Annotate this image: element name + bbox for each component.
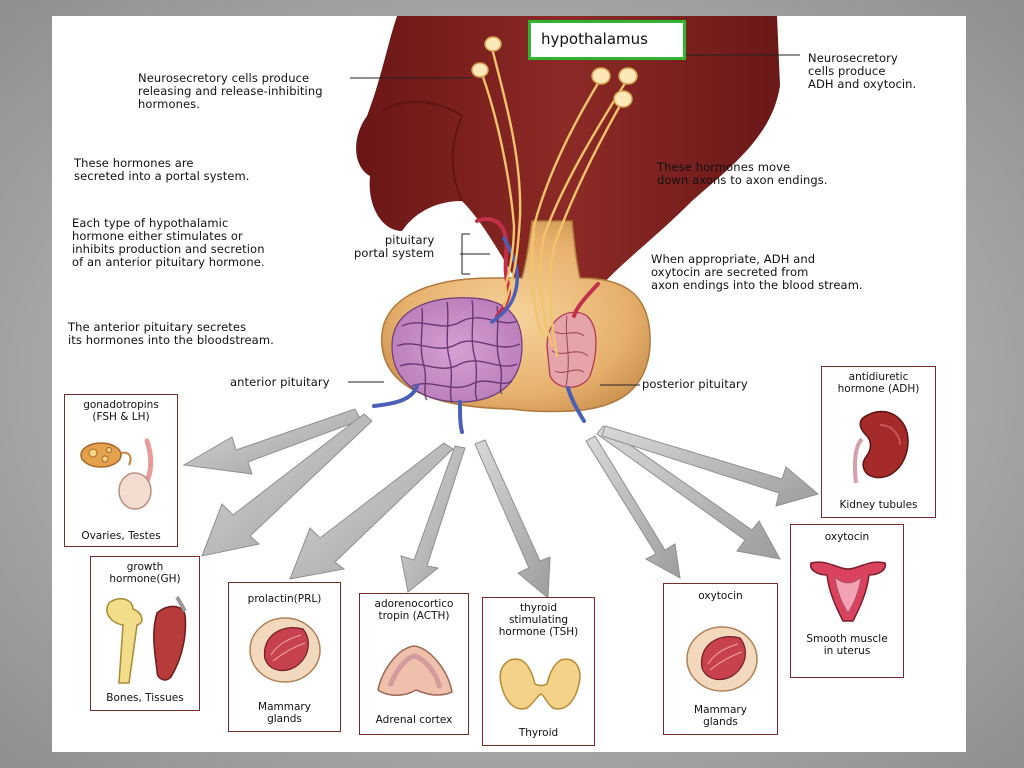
uterus-icon xyxy=(810,561,886,622)
ovary-testis-icon xyxy=(80,438,154,510)
target-organ-label: Ovaries, Testes xyxy=(81,530,161,542)
target-organ-label: Smooth muscle in uterus xyxy=(806,633,888,657)
bone-muscle-icon xyxy=(106,596,187,684)
annotation-axon-move: These hormones move down axons to axon e… xyxy=(657,160,828,187)
mammary-gland-icon xyxy=(686,626,758,692)
target-box-growth-hormone: growth hormone(GH) Bones, Tissues xyxy=(90,556,200,711)
capillary-network xyxy=(396,299,521,403)
annotation-each-type: Each type of hypothalamic hormone either… xyxy=(72,216,265,269)
neurosecretory-axons xyxy=(480,46,629,358)
hormone-label: thyroid stimulating hormone (TSH) xyxy=(498,602,579,638)
target-box-oxytocin-uterus: oxytocin Smooth muscle in uterus xyxy=(790,524,904,678)
pituitary-diagram xyxy=(182,16,820,600)
target-box-adh: antidiuretic hormone (ADH) Kidney tubule… xyxy=(821,366,936,518)
brain-fold xyxy=(381,100,464,202)
target-box-oxytocin-mammary: oxytocin Mammary glands xyxy=(663,583,778,735)
anterior-vein-2 xyxy=(458,400,464,434)
hormone-label: oxytocin xyxy=(698,590,743,602)
posterior-vein xyxy=(566,386,586,423)
hormone-label: growth hormone(GH) xyxy=(109,561,181,585)
hormone-label: prolactin(PRL) xyxy=(247,593,322,605)
target-organ-label: Mammary glands xyxy=(258,701,311,725)
target-organ-label: Kidney tubules xyxy=(839,499,918,511)
neuron-cell-bodies xyxy=(471,36,638,108)
annotation-anterior-secretes: The anterior pituitary secretes its horm… xyxy=(68,320,274,347)
annotation-portal-secretion: These hormones are secreted into a porta… xyxy=(74,156,250,183)
annotation-neurosecretory-adh: Neurosecretory cells produce ADH and oxy… xyxy=(808,51,917,91)
hormone-label: antidiuretic hormone (ADH) xyxy=(837,371,920,395)
posterior-capillary xyxy=(546,311,597,388)
target-organ-label: Thyroid xyxy=(518,727,559,739)
target-box-acth: adorenocortico tropin (ACTH) Adrenal cor… xyxy=(359,593,469,735)
posterior-artery xyxy=(572,282,600,318)
label-anterior-pituitary: anterior pituitary xyxy=(230,375,330,389)
hormone-label: adorenocortico tropin (ACTH) xyxy=(374,598,454,622)
annotation-adh-secreted: When appropriate, ADH and oxytocin are s… xyxy=(651,252,863,292)
slide: hypothalamus Neurosecretory cells produc… xyxy=(52,16,966,752)
hormone-arrows xyxy=(182,408,820,600)
annotation-portal-system: pituitary portal system xyxy=(354,233,435,260)
hypothalamus-label: hypothalamus xyxy=(528,20,686,60)
annotation-neurosecretory-releasing: Neurosecretory cells produce releasing a… xyxy=(138,71,323,111)
target-organ-label: Adrenal cortex xyxy=(375,714,453,726)
brain-tissue xyxy=(356,16,780,291)
target-box-prolactin: prolactin(PRL) Mammary glands xyxy=(228,582,341,732)
adrenal-icon xyxy=(377,645,453,696)
hormone-label: oxytocin xyxy=(824,531,870,543)
mammary-gland-icon xyxy=(249,617,321,683)
label-posterior-pituitary: posterior pituitary xyxy=(642,377,748,391)
target-box-tsh: thyroid stimulating hormone (TSH) Thyroi… xyxy=(482,597,595,746)
target-organ-label: Mammary glands xyxy=(694,704,747,728)
target-organ-label: Bones, Tissues xyxy=(106,692,184,704)
hormone-label: gonadotropins (FSH & LH) xyxy=(83,399,159,423)
target-box-gonadotropins: gonadotropins (FSH & LH) Ovaries, Testes xyxy=(64,394,178,547)
thyroid-icon xyxy=(499,658,581,710)
kidney-icon xyxy=(852,410,909,484)
anterior-vein-1 xyxy=(372,384,419,408)
